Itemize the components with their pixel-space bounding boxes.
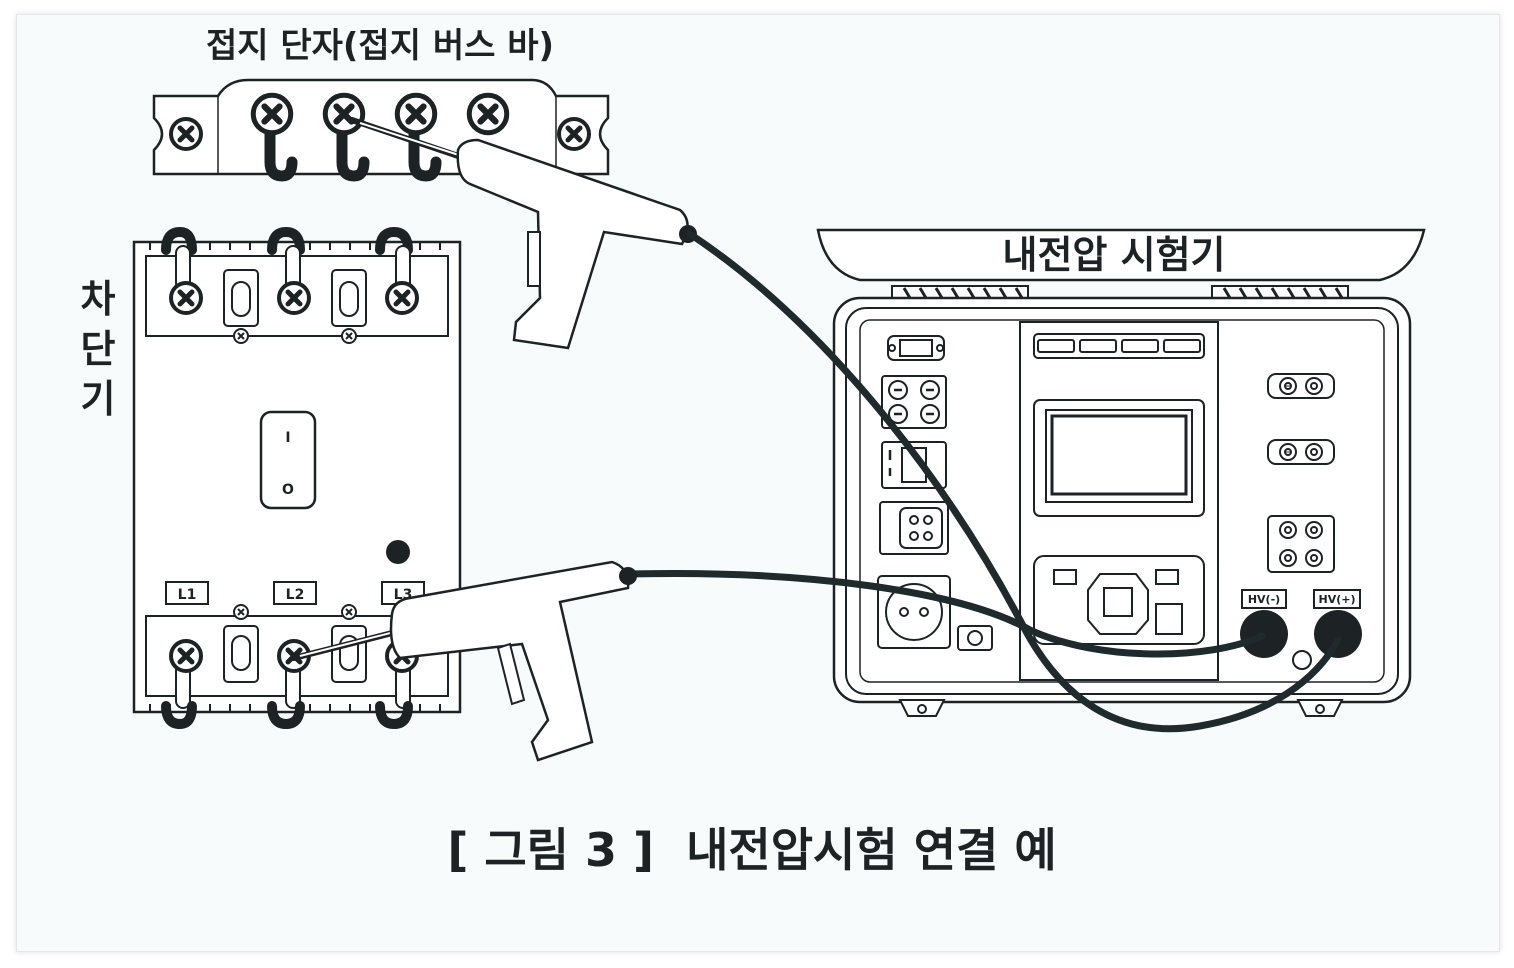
ground-bus-label: 접지 단자(접지 버스 바) (206, 26, 554, 66)
hv-plus-label: HV(+) (1319, 593, 1356, 606)
terminal-l2: L2 (286, 587, 305, 603)
switch-on-mark: I (285, 430, 290, 446)
hv-minus-label: HV(-) (1248, 593, 1280, 606)
breaker-label-2: 단 (81, 327, 116, 371)
tester-label: 내전압 시험기 (1003, 233, 1226, 277)
lower-probe (291, 560, 637, 762)
breaker-label-1: 차 (81, 277, 116, 321)
switch-off-mark: O (282, 482, 294, 498)
test-button (386, 540, 410, 564)
figure-caption: [ 그림 3 ] 내전압시험 연결 예 (447, 823, 1056, 877)
upper-probe (349, 117, 697, 350)
breaker-label-3: 기 (81, 377, 116, 421)
terminal-l1: L1 (178, 587, 197, 603)
withstand-voltage-tester (816, 228, 1426, 717)
test-cables (626, 230, 1342, 733)
hv-plus-jack (1314, 610, 1362, 658)
